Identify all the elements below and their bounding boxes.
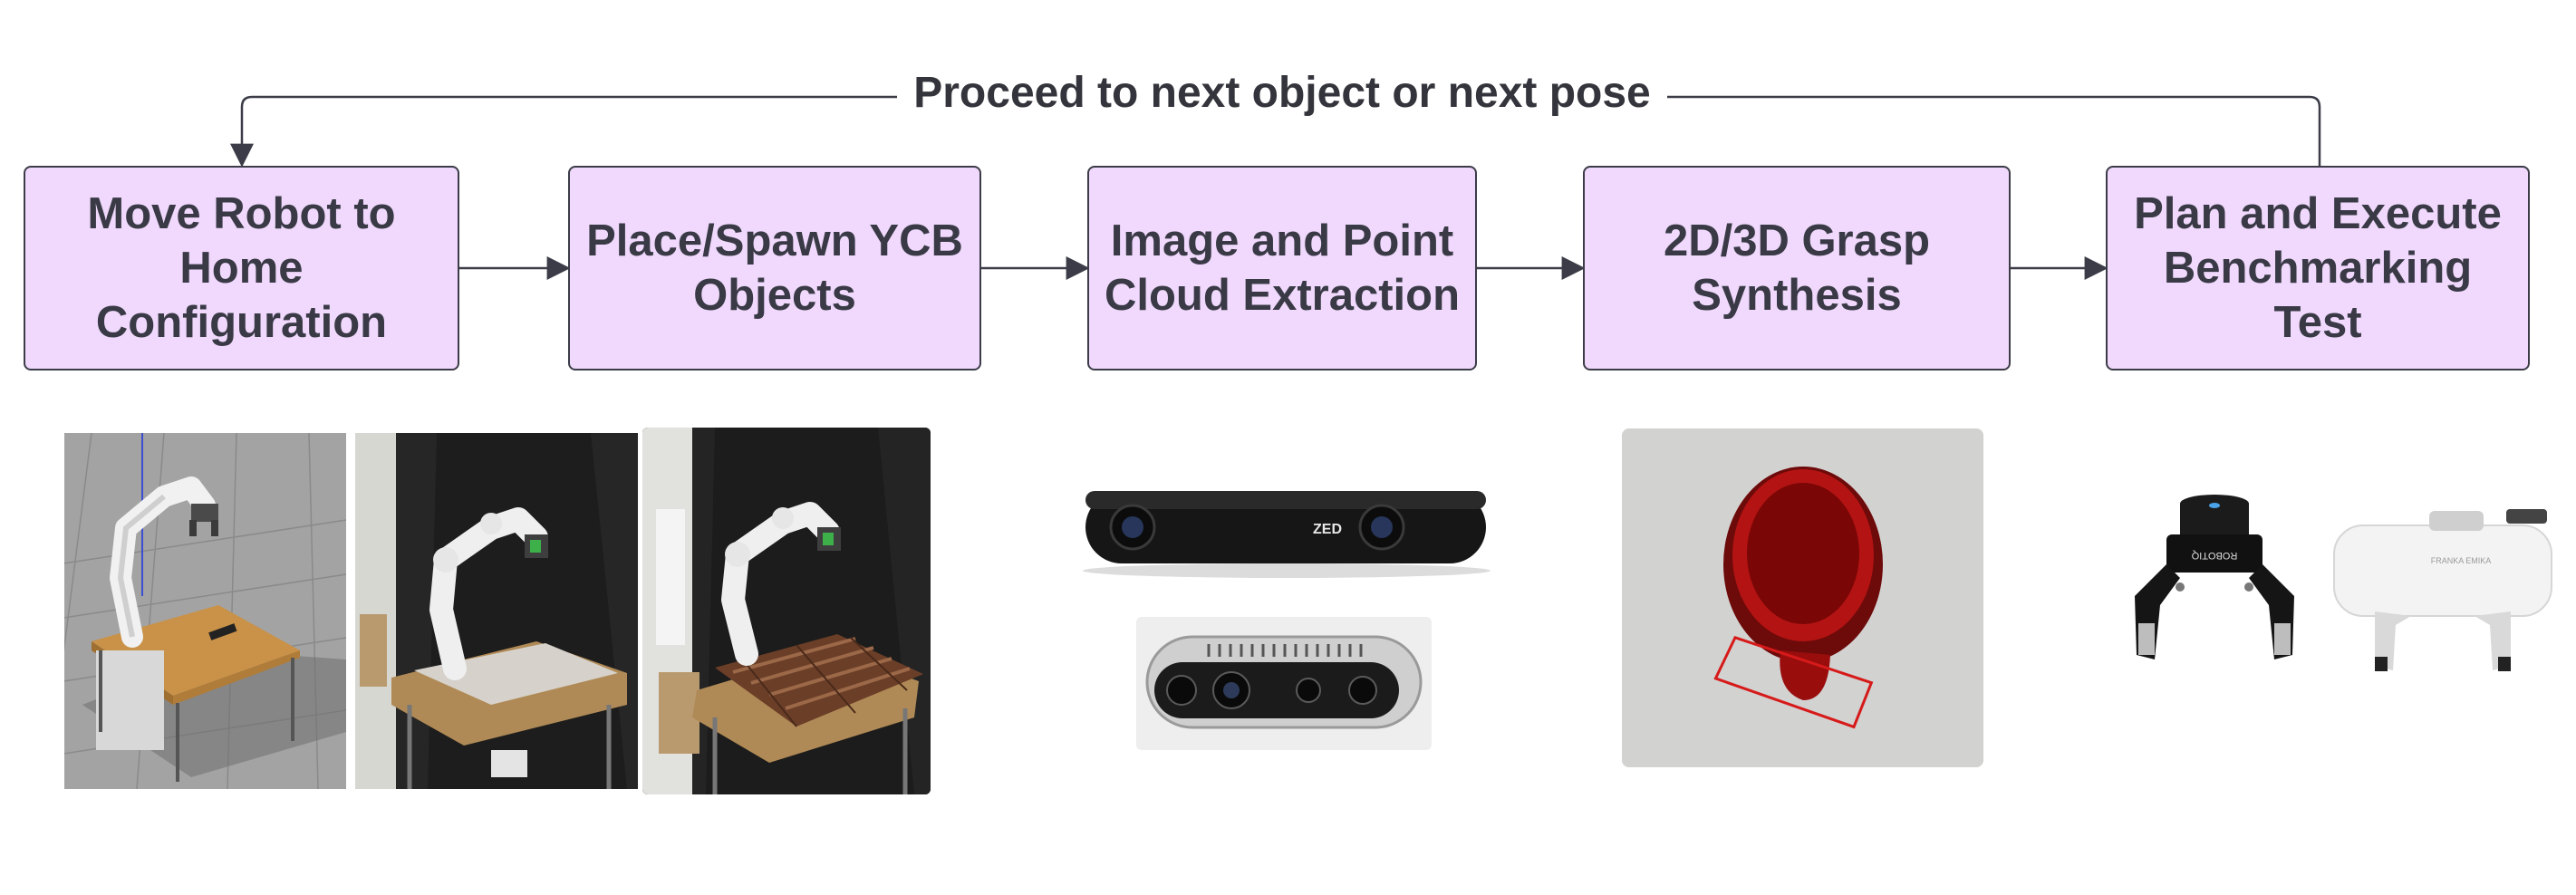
- step-move-robot-home: Move Robot to Home Configuration: [24, 166, 459, 371]
- real-robot-gray-board-photo: [355, 433, 638, 789]
- step-image-point-cloud: Image and Point Cloud Extraction: [1087, 166, 1477, 371]
- zed-stereo-camera: ZED: [1078, 480, 1495, 580]
- svg-text:ROBOTIQ: ROBOTIQ: [2191, 550, 2237, 561]
- real-robot-wood-board-photo: [642, 428, 931, 794]
- gazebo-simulated-robot-scene: [64, 433, 346, 789]
- svg-text:FRANKA EMIKA: FRANKA EMIKA: [2431, 556, 2492, 565]
- loop-label: Proceed to next object or next pose: [897, 63, 1667, 123]
- step-grasp-synthesis: 2D/3D Grasp Synthesis: [1583, 166, 2011, 371]
- step-label: Place/Spawn YCB Objects: [586, 217, 963, 320]
- step-plan-execute-benchmark: Plan and Execute Benchmarking Test: [2106, 166, 2530, 371]
- step-label: Plan and Execute Benchmarking Test: [2134, 189, 2502, 347]
- grasp-rectangle: [1713, 635, 1874, 729]
- step-place-spawn-objects: Place/Spawn YCB Objects: [568, 166, 981, 371]
- red-mug-grasp-photo: [1622, 428, 1983, 767]
- robotiq-gripper: ROBOTIQ: [2117, 487, 2312, 678]
- step-label: Image and Point Cloud Extraction: [1104, 217, 1461, 320]
- franka-hand-gripper: FRANKA EMIKA: [2325, 498, 2561, 678]
- zed-logo: ZED: [1313, 522, 1342, 537]
- realsense-depth-camera: [1136, 617, 1432, 750]
- step-label: 2D/3D Grasp Synthesis: [1663, 217, 1931, 320]
- step-label: Move Robot to Home Configuration: [87, 189, 396, 347]
